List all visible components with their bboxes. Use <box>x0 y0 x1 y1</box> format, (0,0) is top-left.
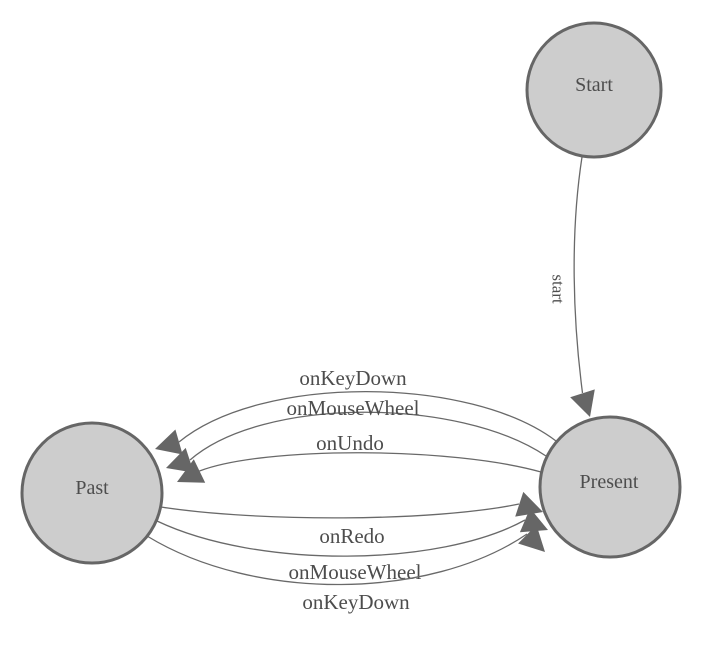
arrowhead-icon <box>518 525 545 552</box>
edge-present-to-past-onundo: onUndo <box>177 431 542 483</box>
state-circle-present <box>538 415 682 559</box>
arrowhead-icon <box>177 459 206 483</box>
state-node-past: Past <box>20 421 164 565</box>
state-node-present: Present <box>538 415 682 559</box>
arrowhead-icon <box>155 429 183 455</box>
edge-line <box>156 519 526 557</box>
edge-line <box>178 391 557 443</box>
edge-start-to-present: start <box>549 156 595 417</box>
edge-present-to-past-onmousewheel: onMouseWheel <box>166 396 547 473</box>
edge-label-onmousewheel-top: onMouseWheel <box>287 396 420 420</box>
arrowhead-icon <box>166 447 194 473</box>
edge-line <box>199 452 542 473</box>
edge-label-start: start <box>549 274 568 304</box>
edge-line <box>160 503 520 519</box>
edge-past-to-present-onredo: onRedo <box>160 491 543 548</box>
edge-label-onkeydown-bottom: onKeyDown <box>302 590 410 614</box>
edge-line <box>189 411 547 461</box>
edge-past-to-present-onmousewheel: onMouseWheel <box>156 508 548 584</box>
state-label-start: Start <box>575 74 613 96</box>
edge-present-to-past-onkeydown: onKeyDown <box>155 366 557 455</box>
state-circle-past <box>20 421 164 565</box>
state-label-past: Past <box>75 477 109 499</box>
arrowhead-icon <box>570 389 595 417</box>
arrowhead-icon <box>515 491 543 517</box>
edge-line <box>573 156 584 394</box>
edge-line <box>146 533 528 586</box>
state-label-present: Present <box>580 471 639 493</box>
edge-label-onredo: onRedo <box>319 524 384 548</box>
state-node-start: Start <box>525 21 663 159</box>
state-circle-start <box>525 21 663 159</box>
edge-label-onundo: onUndo <box>316 431 384 455</box>
edge-past-to-present-onkeydown: onKeyDown <box>146 525 545 614</box>
edge-label-onkeydown-top: onKeyDown <box>299 366 407 390</box>
arrowhead-icon <box>519 508 548 533</box>
